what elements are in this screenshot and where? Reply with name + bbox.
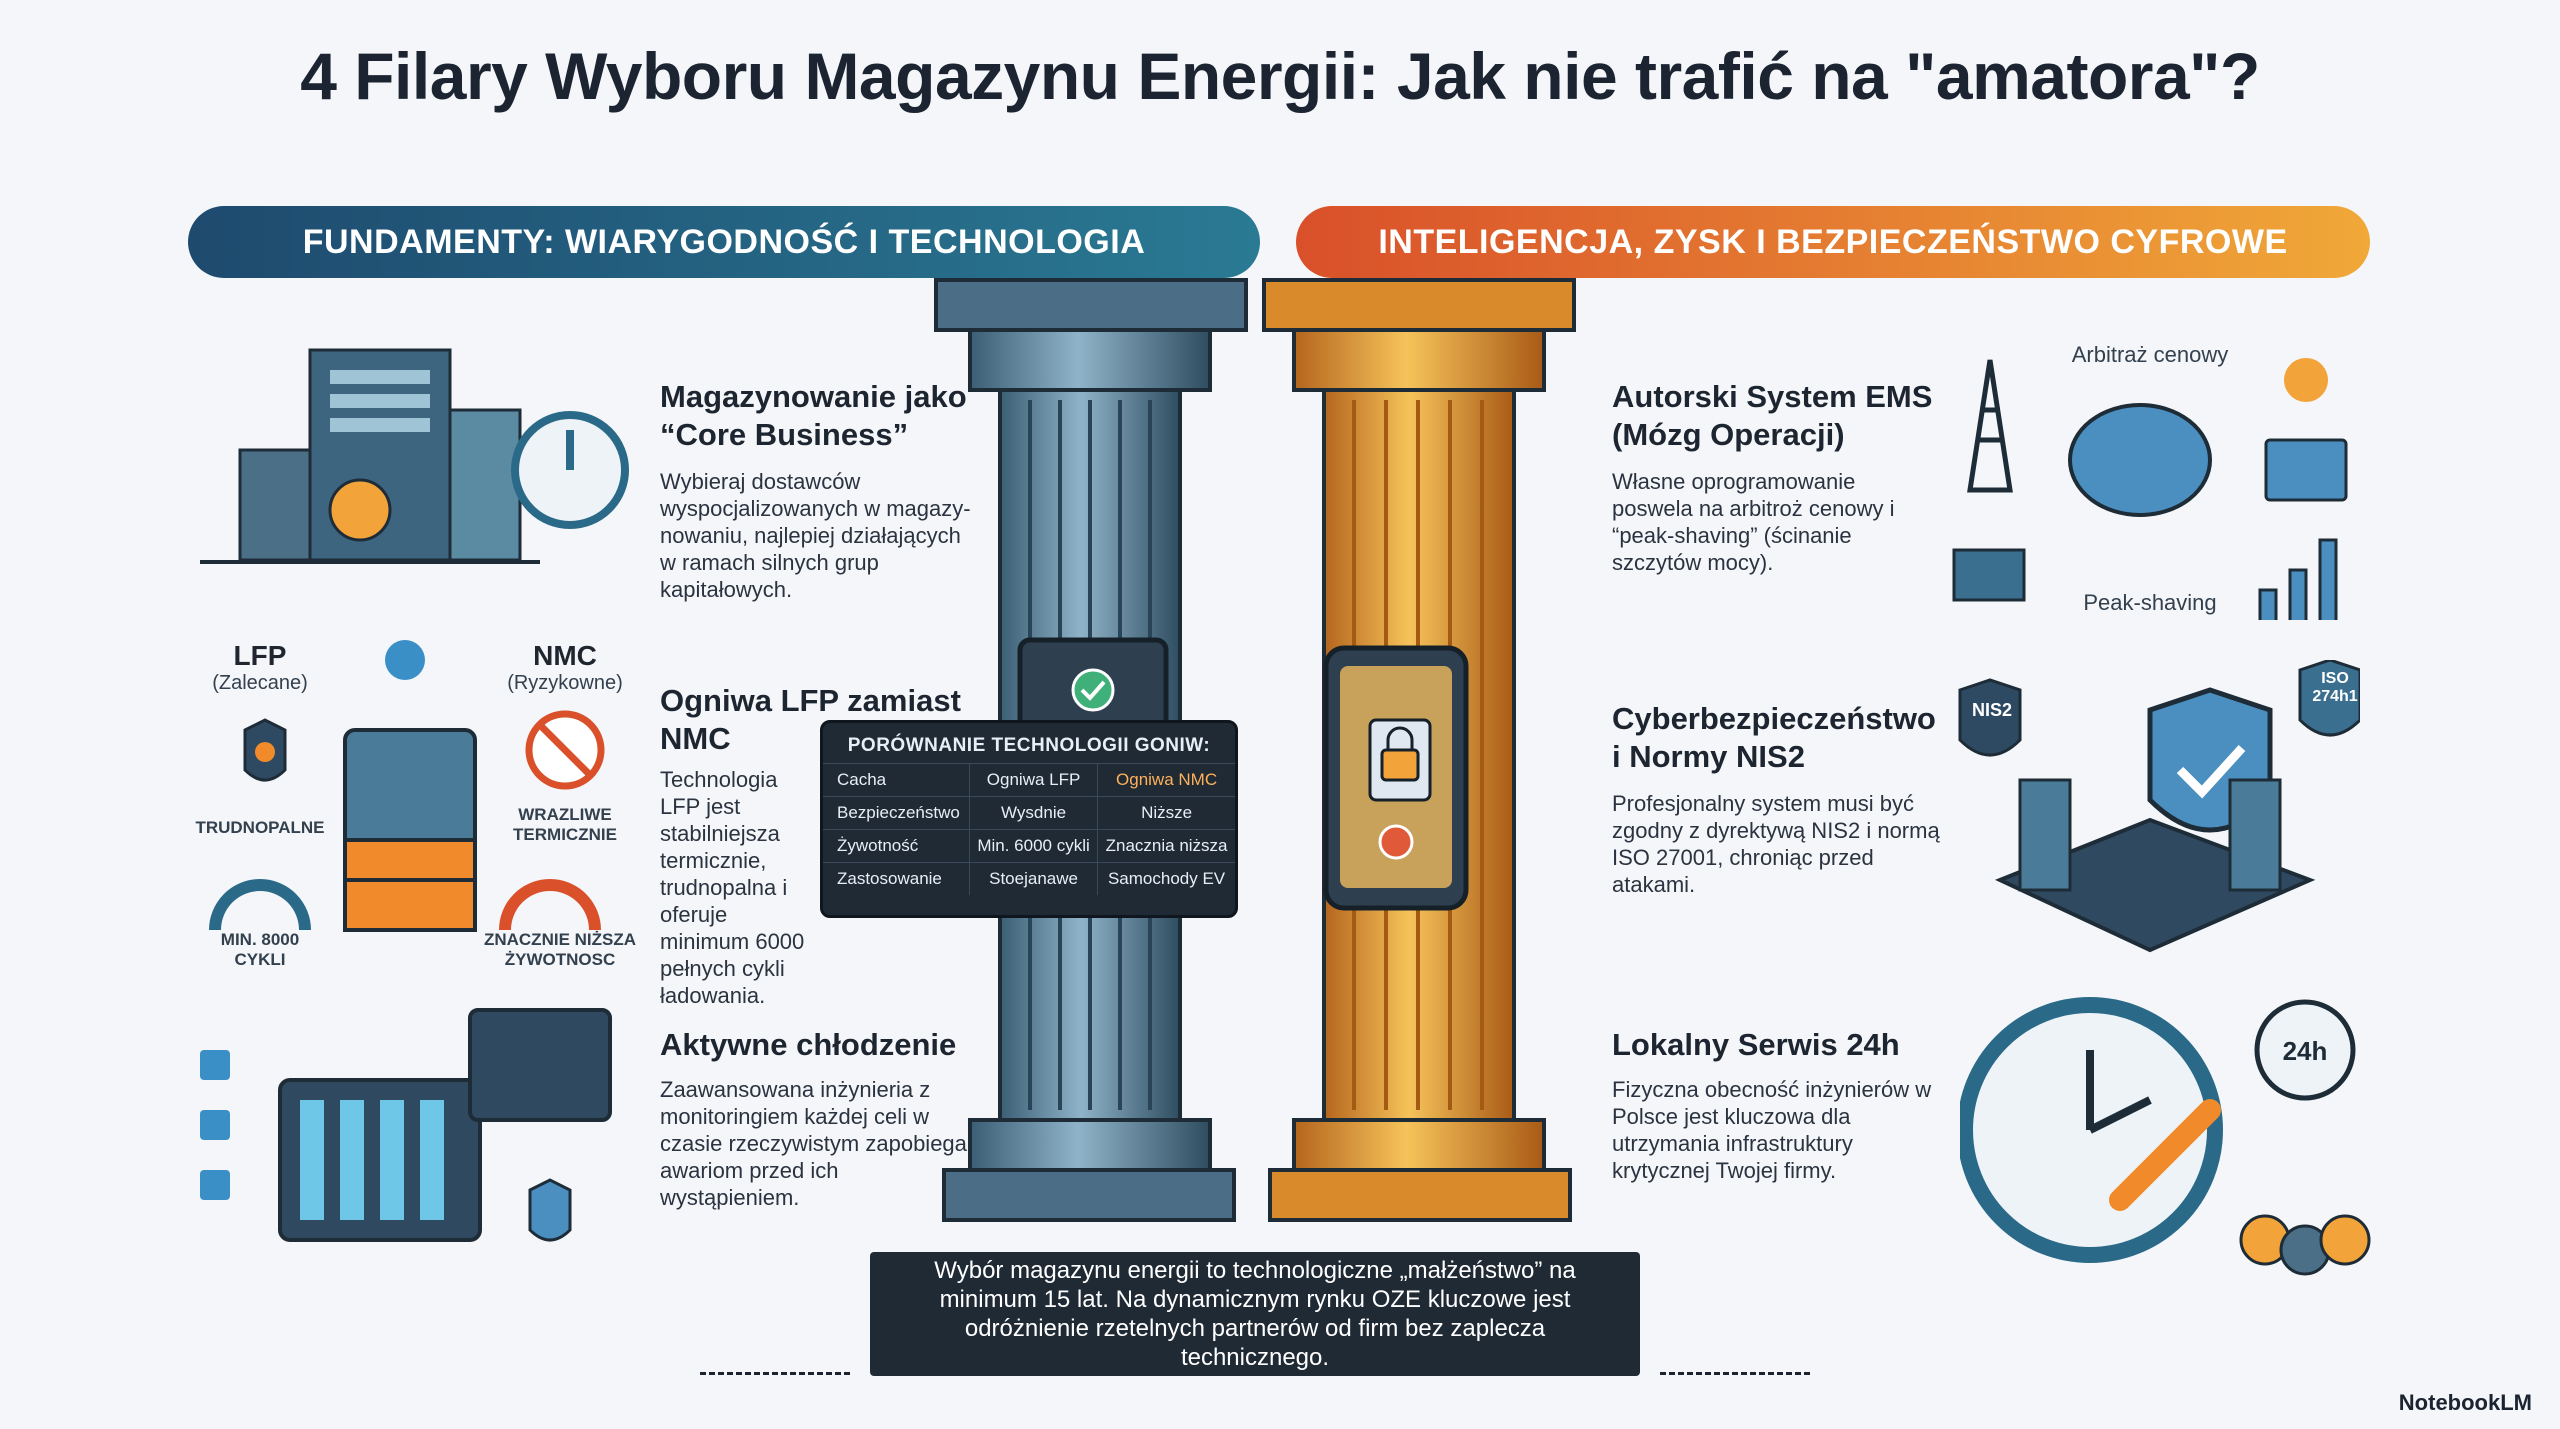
factory-illustration: [200, 348, 629, 564]
table-cell: Cacha: [823, 763, 970, 797]
footer-divider-right: [1660, 1372, 1810, 1375]
lfp-name: LFP: [233, 640, 287, 671]
section-service-heading: Lokalny Serwis 24h: [1612, 1027, 1900, 1062]
lfp-tag-fire: TRUDNOPALNE: [195, 818, 325, 837]
section-cyber: Cyberbezpieczeństwo i Normy NIS2 Profesj…: [1612, 700, 1952, 898]
section-service: Lokalny Serwis 24h Fizyczna obecność inż…: [1612, 1026, 1932, 1184]
notebooklm-brand: NotebookLM: [2398, 1390, 2532, 1415]
banner-inteligencja: INTELIGENCJA, ZYSK I BEZPIECZEŃSTWO CYFR…: [1296, 206, 2370, 278]
gold-pillar: [1262, 278, 1576, 1222]
lfp-tag-cycles: MIN. 8000 CYKLI: [220, 930, 300, 969]
table-cell: Zastosowanie: [823, 862, 970, 895]
section-lfp-heading: Ogniwa LFP zamiast NMC: [660, 683, 961, 756]
cooling-illustration: [200, 1008, 612, 1242]
nmc-label-block: NMC (Ryzykowne): [500, 640, 630, 695]
table-cell: Ogniwa NMC: [1097, 763, 1235, 797]
peak-shaving-label: Peak-shaving: [2083, 590, 2217, 615]
section-lfp: Ogniwa LFP zamiast NMC: [660, 682, 980, 758]
arbitrage-label: Arbitraż cenowy: [2071, 342, 2229, 367]
nmc-note: (Ryzykowne): [507, 672, 623, 694]
service-illustration: [1960, 997, 2371, 1276]
table-cell: Niższe: [1097, 796, 1235, 830]
table-row: Cacha Ogniwa LFP Ogniwa NMC: [823, 763, 1235, 797]
section-core-business-heading: Magazynowanie jako “Core Business”: [660, 379, 967, 452]
technology-comparison-table: PORÓWNANIE TECHNOLOGII GONIW: Cacha Ogni…: [820, 720, 1238, 918]
lfp-note: (Zalecane): [212, 672, 308, 694]
section-ems: Autorski System EMS (Mózg Operacji) Włas…: [1612, 378, 1942, 576]
section-cooling: Aktywne chłodzenie Zaawansowana inżynier…: [660, 1026, 980, 1211]
clock-24h-label: 24h: [2282, 1036, 2328, 1066]
section-ems-heading: Autorski System EMS (Mózg Operacji): [1612, 379, 1933, 452]
page-title: 4 Filary Wyboru Magazynu Energii: Jak ni…: [300, 39, 2260, 113]
comparison-grid: Cacha Ogniwa LFP Ogniwa NMC Bezpieczeńst…: [823, 763, 1235, 895]
table-cell: Wysdnie: [968, 796, 1098, 830]
section-core-business: Magazynowanie jako “Core Business” Wybie…: [660, 378, 980, 603]
footer-summary: Wybór magazynu energii to technologiczne…: [870, 1252, 1640, 1376]
nmc-tag-life: ZNACZNIE NIŻSZA ŻYWOTNOSC: [483, 930, 637, 969]
nmc-name: NMC: [533, 640, 597, 671]
table-cell: Znacznia niższa: [1097, 829, 1235, 863]
table-cell: Bezpieczeństwo: [823, 796, 970, 830]
section-ems-body: Własne oprogramowanie poswela na arbitro…: [1612, 469, 1895, 575]
section-cooling-heading: Aktywne chłodzenie: [660, 1027, 957, 1062]
battery-illustration: [209, 640, 605, 932]
banner-fundamenty: FUNDAMENTY: WIARYGODNOŚĆ I TECHNOLOGIA: [188, 206, 1260, 278]
ems-illustration: [1952, 358, 2348, 620]
table-row: Zastosowanie Stoejanawe Samochody EV: [823, 862, 1235, 895]
table-cell: Samochody EV: [1097, 862, 1235, 895]
lock-tablet: [1323, 645, 1469, 911]
lfp-label-block: LFP (Zalecane): [200, 640, 320, 695]
nmc-tag-thermal: WRAZLIWE TERMICZNIE: [513, 805, 617, 844]
section-service-body: Fizyczna obecność inżynierów w Polsce je…: [1612, 1077, 1932, 1183]
section-core-business-body: Wybieraj dostawców wyspocjalizowanych w …: [660, 469, 971, 602]
table-row: Bezpieczeństwo Wysdnie Niższe: [823, 796, 1235, 830]
section-cooling-body: Zaawansowana inżynieria z monitoringiem …: [660, 1077, 967, 1210]
section-lfp-body: Technologia LFP jest stabilniejsza termi…: [660, 767, 805, 1008]
table-row: Żywotność Min. 6000 cykli Znacznia niższ…: [823, 829, 1235, 863]
table-title: PORÓWNANIE TECHNOLOGII GONIW:: [847, 735, 1211, 756]
section-cyber-body: Profesjonalny system musi być zgodny z d…: [1612, 791, 1940, 897]
section-cyber-heading: Cyberbezpieczeństwo i Normy NIS2: [1612, 701, 1936, 774]
table-cell: Żywotność: [823, 829, 970, 863]
cybersecurity-illustration: [1958, 660, 2360, 953]
check-tablet: [1017, 637, 1169, 743]
footer-divider-left: [700, 1372, 850, 1375]
nis2-badge: NIS2: [1971, 700, 2013, 720]
table-cell: Ogniwa LFP: [968, 763, 1098, 797]
table-cell: Stoejanawe: [968, 862, 1098, 895]
iso-badge: ISO 274h1: [2312, 670, 2358, 705]
table-cell: Min. 6000 cykli: [968, 829, 1098, 863]
